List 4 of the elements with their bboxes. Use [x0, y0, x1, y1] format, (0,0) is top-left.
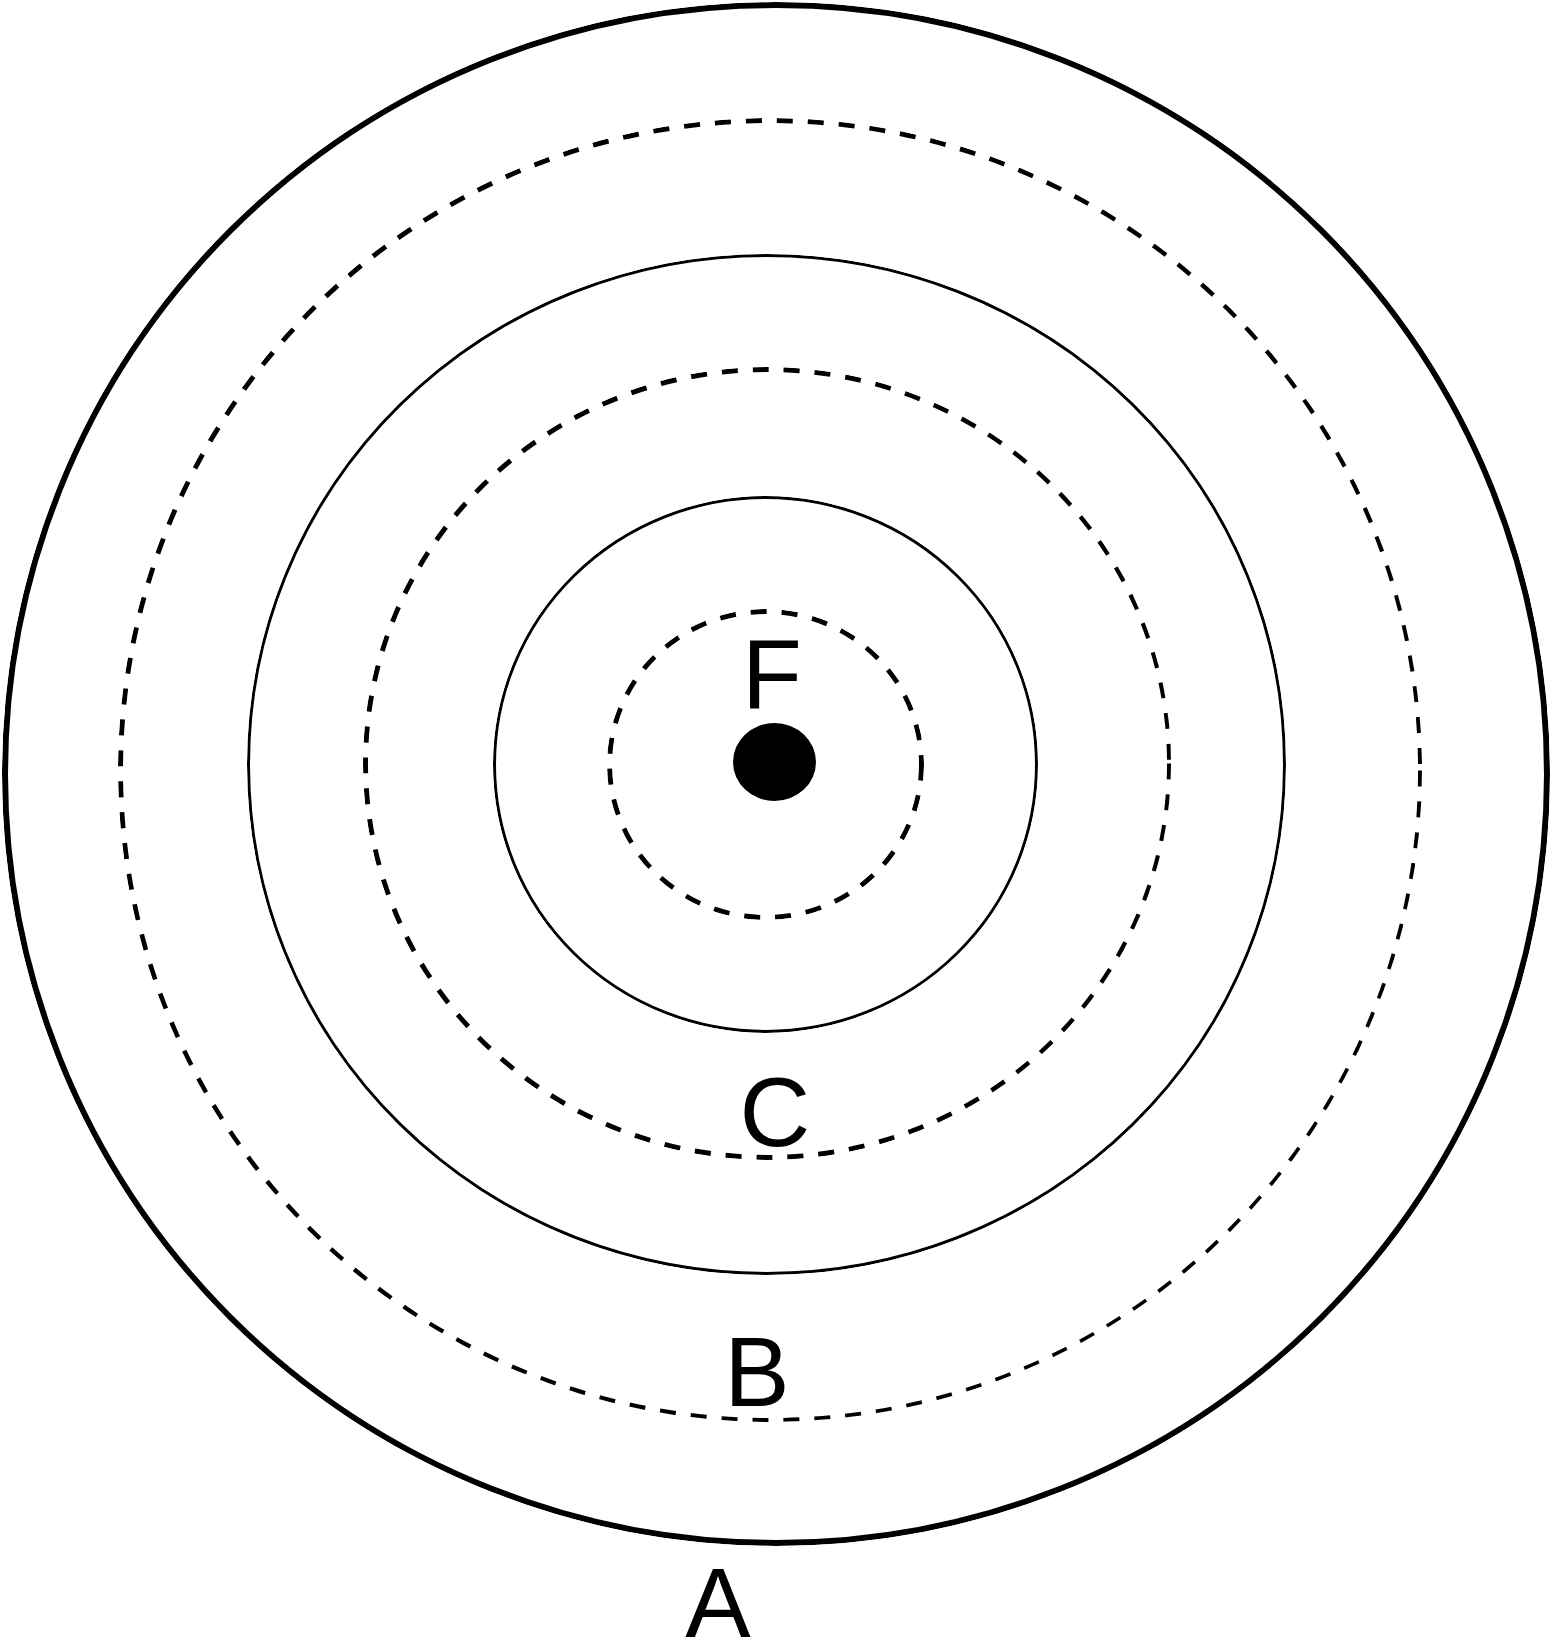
letter-label: F	[742, 634, 802, 714]
letter-label: C	[739, 1072, 811, 1152]
letter-label: B	[724, 1333, 790, 1412]
letter-label: A	[685, 1564, 751, 1643]
